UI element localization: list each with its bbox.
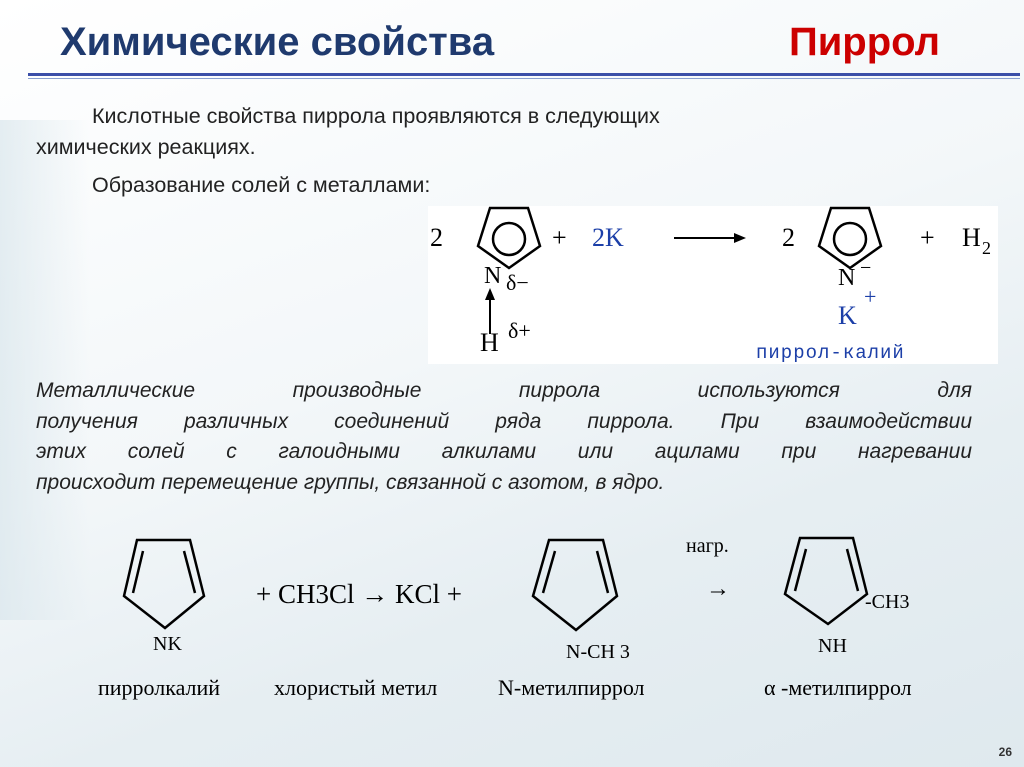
n-label-1: N [484,263,501,289]
delta-plus: δ+ [508,318,531,343]
title-rule [28,73,1020,76]
paragraph-line-2: получения различных соединений ряда пирр… [36,409,972,433]
name-n-methylpyrrole: N-метилпиррол [498,675,645,700]
pyrrole-ring-1 [476,206,542,270]
hydrogen-product: H [962,223,981,252]
n-methylpyrrole-structure: N-CH 3 [531,538,630,663]
aromatic-circle-1 [491,221,527,257]
reaction-arrowhead [734,233,746,243]
reaction-2-diagram: NK + CH3Cl → KCl + N-CH 3 нагр. → NH -CH… [98,535,912,700]
reagent-potassium: 2K [592,223,624,252]
slide-title: Химические свойства [60,20,495,64]
paragraph-line-4: происходит перемещение группы, связанной… [36,470,665,494]
delta-minus: δ− [506,270,529,295]
intro-line-1: Кислотные свойства пиррола проявляются в… [92,104,660,128]
title-rule-thin [28,78,1020,79]
dipole-arrowhead [485,288,495,300]
intro-line-2: химических реакциях. [36,135,256,159]
slide-subject: Пиррол [788,20,940,64]
n-label-2: N [838,265,855,291]
k-label: K [838,301,857,330]
alpha-methylpyrrole-structure: NH -CH3 [783,536,909,657]
background-accent [0,120,90,620]
pyrrole-potassium-structure: NK [122,538,206,655]
description-paragraph: Металлические производные пиррола исполь… [36,376,972,498]
coefficient-right: 2 [782,223,795,252]
n-minus-charge: − [860,257,871,279]
page-number: 26 [998,745,1012,759]
k-charge: + [864,284,876,309]
nch3-label: N-CH 3 [566,641,630,663]
paragraph-line-1: Металлические производные пиррола исполь… [36,379,972,402]
name-pyrrolkaliy: пирролкалий [98,675,220,700]
heat-label: нагр. [686,535,729,557]
aromatic-circle-2 [832,221,868,257]
hydrogen-subscript: 2 [982,238,991,258]
plus-1: + [552,223,567,252]
paragraph-line-3: этих солей с галоидными алкилами или аци… [36,440,972,463]
product-name-pyrrole-potassium: пиррол-калий [756,342,905,364]
intro-line-3: Образование солей с металлами: [92,173,431,197]
nk-label: NK [153,633,182,655]
name-alpha-methylpyrrole: α -метилпиррол [764,675,912,700]
pyrrole-ring-2 [817,206,883,270]
plus-2: + [920,223,935,252]
name-methyl-chloride: хлористый метил [274,675,437,700]
h-label: H [480,328,499,357]
heat-arrow: → [706,576,730,602]
reaction-1-panel: 2 N δ− H δ+ + 2K 2 N − K + + H 2 [428,206,998,364]
reaction-1-diagram: 2 N δ− H δ+ + 2K 2 N − K + + H 2 [430,206,991,364]
coefficient-left: 2 [430,223,443,252]
nh-label: NH [818,635,847,657]
reaction-middle: + CH3Cl → KCl + [256,579,462,609]
ch3-label: -CH3 [865,591,909,613]
